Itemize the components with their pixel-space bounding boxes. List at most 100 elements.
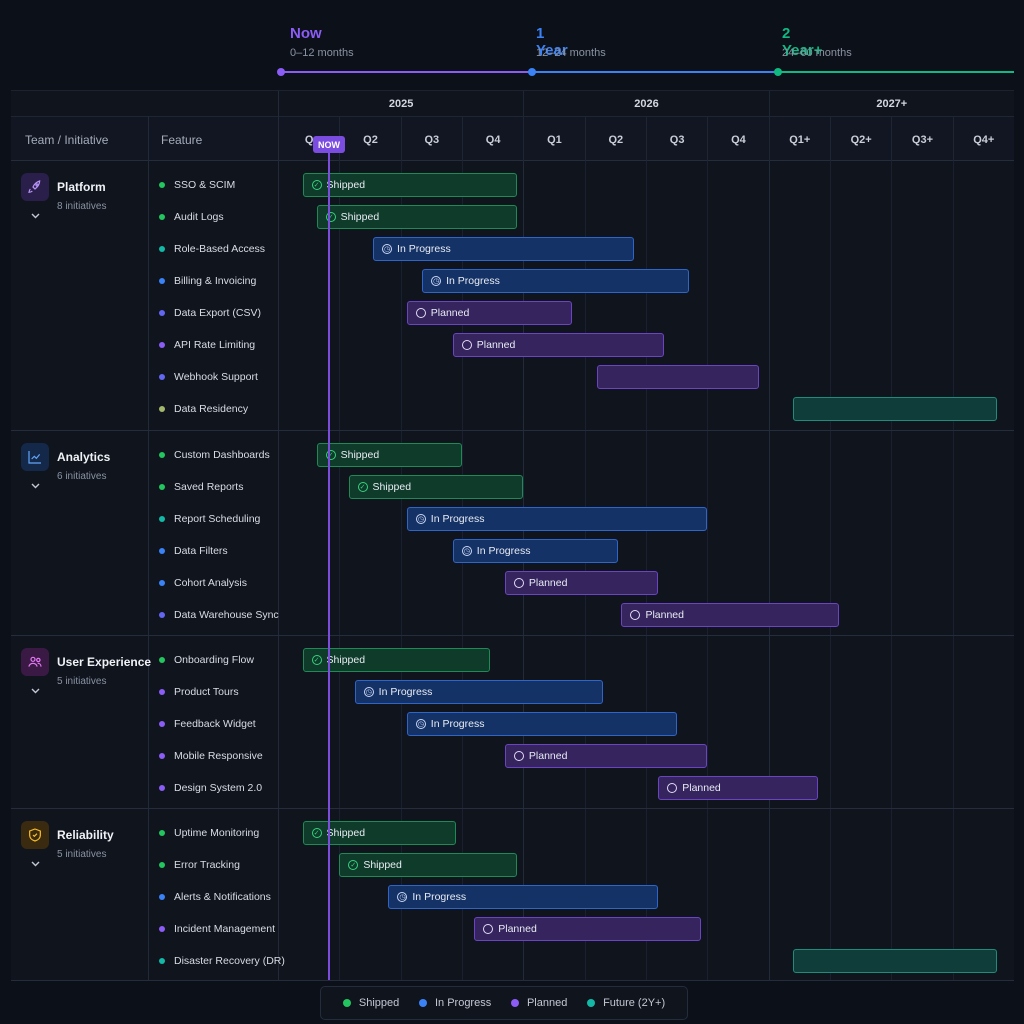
timeline-bar-incident-management[interactable]: Planned xyxy=(474,917,702,941)
feature-name: Product Tours xyxy=(174,686,239,698)
horizon-subtitle: 12–24 months xyxy=(536,47,606,59)
feature-label[interactable]: SSO & SCIM xyxy=(159,169,235,201)
legend-dot xyxy=(342,999,351,1007)
timeline-bar-data-warehouse-sync[interactable]: Planned xyxy=(621,603,840,627)
timeline-bar-report-scheduling[interactable]: ◷In Progress xyxy=(406,507,708,531)
chevron-down-icon[interactable] xyxy=(27,684,43,698)
timeline-bar-onboarding-flow[interactable]: ✓ Shipped xyxy=(302,648,490,672)
timeline-bar-data-filters[interactable]: ◷In Progress xyxy=(452,539,619,563)
timeline-bar-alerts-notifications[interactable]: ◷In Progress xyxy=(388,885,659,909)
timeline-bar-saved-reports[interactable]: ✓Shipped xyxy=(348,475,524,499)
feature-label[interactable]: Data Residency xyxy=(159,393,248,425)
feature-label[interactable]: Design System 2.0 xyxy=(159,772,262,804)
circle-icon xyxy=(483,924,494,934)
timeline-bar-error-tracking[interactable]: ✓Shipped xyxy=(339,853,518,877)
timeline-bar-sso-scim[interactable]: ✓Shipped xyxy=(302,173,518,197)
team-initiative-count: 6 initiatives xyxy=(57,471,107,482)
bar-status-label: In Progress xyxy=(378,686,433,698)
feature-label[interactable]: Data Warehouse Sync xyxy=(159,599,279,631)
horizon-dot xyxy=(774,68,782,76)
feature-label[interactable]: Feedback Widget xyxy=(159,708,256,740)
feature-label[interactable]: Mobile Responsive xyxy=(159,740,263,772)
feature-label[interactable]: Data Export (CSV) xyxy=(159,297,261,329)
feature-column-header[interactable]: Feature xyxy=(161,132,203,147)
feature-label[interactable]: Incident Management xyxy=(159,913,275,945)
feature-name: Webhook Support xyxy=(174,371,258,383)
feature-label[interactable]: Product Tours xyxy=(159,676,239,708)
feature-label[interactable]: Data Filters xyxy=(159,535,228,567)
feature-label[interactable]: Webhook Support xyxy=(159,361,258,393)
feature-dot xyxy=(159,894,165,900)
check-circle-icon: ✓ xyxy=(325,212,336,222)
quarter-header: Q2 xyxy=(339,117,400,162)
bar-status-label: In Progress xyxy=(476,545,531,557)
legend-item[interactable]: Shipped xyxy=(342,997,399,1009)
feature-label[interactable]: Audit Logs xyxy=(159,201,224,233)
feature-label[interactable]: Cohort Analysis xyxy=(159,567,247,599)
timeline-bar-data-residency[interactable] xyxy=(793,397,997,421)
feature-dot xyxy=(159,862,165,868)
feature-dot xyxy=(159,310,165,316)
feature-label[interactable]: Error Tracking xyxy=(159,849,240,881)
clock-icon: ◷ xyxy=(397,892,408,902)
quarter-gridline xyxy=(829,161,831,981)
timeline-bar-mobile-responsive[interactable]: Planned xyxy=(504,744,708,768)
timeline-bar-audit-logs[interactable]: ✓Shipped xyxy=(316,205,518,229)
timeline-bar-api-rate-limiting[interactable]: Planned xyxy=(452,333,665,357)
timeline-bar-product-tours[interactable]: ◷ In Progress xyxy=(354,680,604,704)
feature-name: Cohort Analysis xyxy=(174,577,247,589)
timeline-bar-webhook-support[interactable] xyxy=(596,365,760,389)
timeline-bar-feedback-widget[interactable]: ◷In Progress xyxy=(406,712,677,736)
feature-label[interactable]: Saved Reports xyxy=(159,471,243,503)
quarter-header: Q4 xyxy=(707,117,768,162)
legend-item[interactable]: In Progress xyxy=(418,997,491,1009)
clock-icon: ◷ xyxy=(363,687,374,697)
legend-item[interactable]: Future (2Y+) xyxy=(587,997,665,1009)
bar-status-label: Shipped xyxy=(326,654,366,666)
timeline-bar-uptime-monitoring[interactable]: ✓Shipped xyxy=(302,821,456,845)
bar-status-label: Planned xyxy=(682,782,721,794)
feature-name: Alerts & Notifications xyxy=(174,891,271,903)
chevron-down-icon[interactable] xyxy=(27,857,43,871)
timeline-bar-disaster-recovery-dr-[interactable] xyxy=(793,949,997,973)
feature-label[interactable]: Disaster Recovery (DR) xyxy=(159,945,285,977)
feature-dot xyxy=(159,342,165,348)
timeline-bar-role-based-access[interactable]: ◷In Progress xyxy=(373,237,634,261)
feature-label[interactable]: Onboarding Flow xyxy=(159,644,254,676)
chevron-down-icon[interactable] xyxy=(27,209,43,223)
check-circle-icon: ✓ xyxy=(311,655,322,665)
feature-name: Uptime Monitoring xyxy=(174,827,260,839)
feature-label[interactable]: Custom Dashboards xyxy=(159,439,270,471)
horizon-title: Now xyxy=(290,25,322,42)
feature-label[interactable]: API Rate Limiting xyxy=(159,329,255,361)
chevron-down-icon[interactable] xyxy=(27,479,43,493)
timeline-bar-design-system-2-0[interactable]: Planned xyxy=(658,776,818,800)
quarter-header: Q3+ xyxy=(891,117,952,162)
feature-label[interactable]: Role-Based Access xyxy=(159,233,265,265)
timeline-bar-billing-invoicing[interactable]: ◷In Progress xyxy=(422,269,689,293)
team-column-header[interactable]: Team / Initiative xyxy=(25,132,109,147)
legend-dot xyxy=(510,999,519,1007)
feature-label[interactable]: Uptime Monitoring xyxy=(159,817,259,849)
feature-label[interactable]: Billing & Invoicing xyxy=(159,265,256,297)
timeline-bar-cohort-analysis[interactable]: Planned xyxy=(504,571,659,595)
check-circle-icon: ✓ xyxy=(311,180,322,190)
feature-name: Data Export (CSV) xyxy=(174,307,261,319)
legend-item[interactable]: Planned xyxy=(510,997,567,1009)
check-circle-icon: ✓ xyxy=(348,860,359,870)
timeline-bar-custom-dashboards[interactable]: ✓Shipped xyxy=(316,443,462,467)
horizon-subtitle: 0–12 months xyxy=(290,47,354,59)
feature-label[interactable]: Alerts & Notifications xyxy=(159,881,271,913)
bar-status-label: Planned xyxy=(528,577,568,589)
timeline-bar-data-export-csv-[interactable]: Planned xyxy=(406,301,573,325)
bar-status-label: Shipped xyxy=(326,827,366,839)
feature-dot xyxy=(159,484,165,490)
feature-name: SSO & SCIM xyxy=(174,179,236,191)
feature-label[interactable]: Report Scheduling xyxy=(159,503,260,535)
circle-icon xyxy=(461,340,472,350)
